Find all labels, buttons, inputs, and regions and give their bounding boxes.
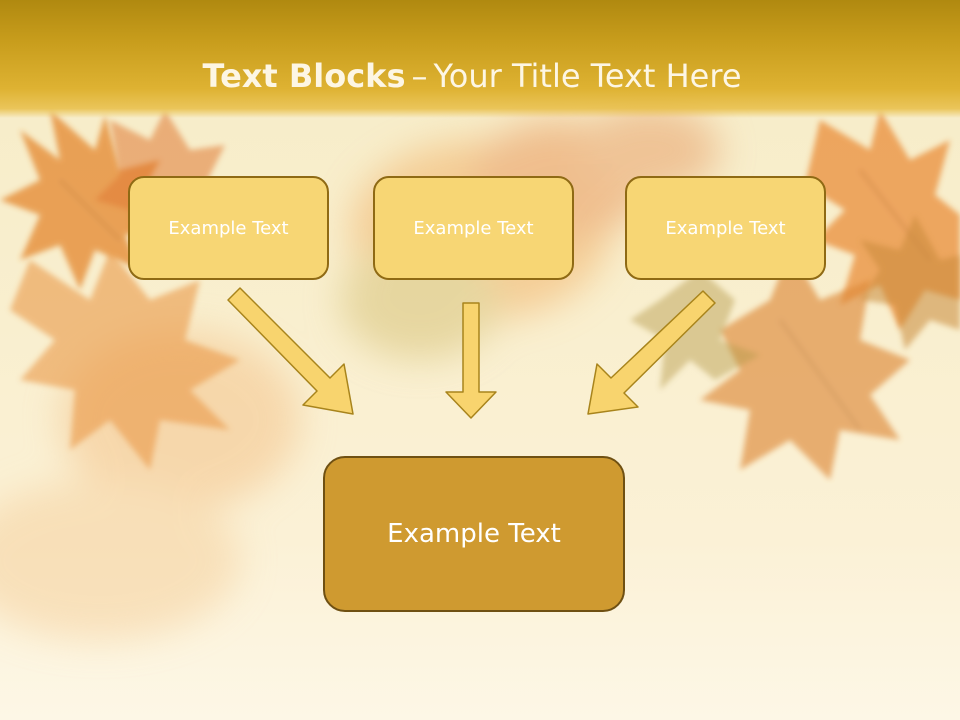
text-block-3[interactable]: Example Text xyxy=(625,176,826,280)
title-bold-part: Text Blocks xyxy=(202,57,406,95)
title-bar xyxy=(0,0,960,118)
arrow-right xyxy=(587,290,716,415)
text-block-3-label: Example Text xyxy=(665,217,786,239)
text-block-2[interactable]: Example Text xyxy=(373,176,574,280)
text-block-main[interactable]: Example Text xyxy=(323,456,625,612)
slide-title: Text Blocks–Your Title Text Here xyxy=(0,52,944,100)
arrow-left xyxy=(227,287,354,415)
text-block-1-label: Example Text xyxy=(168,217,289,239)
text-block-main-label: Example Text xyxy=(387,519,561,549)
leaf-top-right xyxy=(805,110,960,330)
text-block-2-label: Example Text xyxy=(413,217,534,239)
title-dash: – xyxy=(411,57,428,95)
title-rest-part: Your Title Text Here xyxy=(433,57,742,95)
text-block-1[interactable]: Example Text xyxy=(128,176,329,280)
arrow-center xyxy=(445,302,497,419)
